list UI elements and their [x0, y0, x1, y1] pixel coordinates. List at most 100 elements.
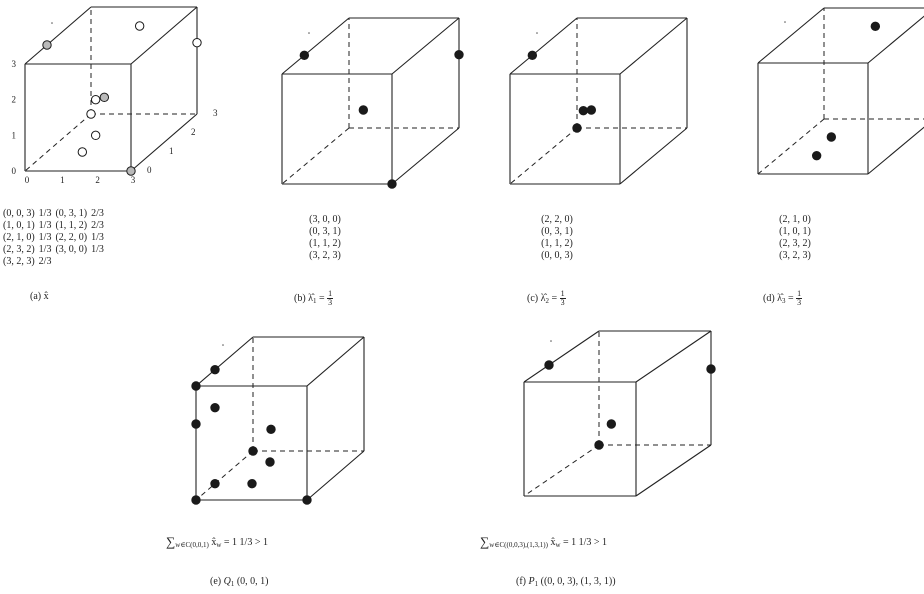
hidden-edge-a [24, 113, 92, 172]
sum-subscript: w∈C((0,0,3),(1,3,1)) [489, 541, 548, 549]
point-dot [265, 457, 275, 467]
hidden-edge-b [281, 127, 350, 185]
coord-line: (3, 2, 3) [309, 250, 341, 261]
caption-symbol: Q [223, 576, 231, 587]
table-cell: 1/3 [38, 244, 52, 255]
coord-line: (3, 0, 0) [309, 214, 341, 225]
coord-line: (1, 1, 2) [541, 238, 573, 249]
caption-equals: = [319, 292, 325, 304]
panel-e-sum: ∑w∈C(0,0,1) x̂w = 1 1/3 > 1 [166, 534, 268, 551]
panel-e-caption: (e) Q1 (0, 0, 1) [210, 576, 269, 590]
caption-subscript: 2 [545, 296, 549, 305]
table-cell: 1/3 [91, 232, 104, 243]
sum-sign: ∑ [166, 534, 176, 549]
caption-symbol: P [528, 576, 535, 587]
caption-label: (d) [763, 292, 775, 304]
fraction-denominator: 3 [797, 298, 802, 307]
cube-edge-f [635, 330, 712, 383]
point-dot [191, 495, 201, 505]
point-dot [248, 446, 258, 456]
speck-e [222, 344, 224, 346]
caption-equals: = [551, 292, 558, 304]
cube-edge-a [24, 6, 92, 65]
x-tick-label: 3 [131, 175, 136, 185]
z-tick-label: 0 [147, 165, 152, 175]
point-dot [706, 364, 716, 374]
point-dot [266, 424, 276, 435]
point-marker [90, 94, 101, 105]
table-cell: (1, 1, 2) [55, 220, 88, 231]
point-marker [99, 92, 110, 103]
caption-label: (b) [294, 292, 306, 304]
x-tick-label: 0 [25, 175, 30, 185]
table-cell [55, 256, 91, 268]
coord-line: (2, 2, 0) [541, 214, 573, 225]
table-cell: (3, 2, 3) [3, 256, 35, 267]
speck-f [550, 340, 552, 342]
table-cell: 2/3 [91, 220, 104, 231]
caption-symbol: λ̂ [308, 292, 314, 304]
fraction-denominator: 3 [328, 298, 333, 307]
point-dot [210, 478, 220, 489]
panel-f-sum: ∑w∈C((0,0,3),(1,3,1)) x̂w = 1 1/3 > 1 [480, 534, 607, 551]
point-marker [126, 166, 136, 176]
table-row: (2, 3, 2)1/3(3, 0, 0)1/3 [3, 244, 108, 256]
table-cell: 1/3 [91, 244, 104, 255]
speck-b [308, 32, 310, 34]
cube-edge-d [867, 15, 924, 64]
point-dot [606, 419, 617, 429]
point-dot [210, 402, 220, 413]
sum-term: x̂ [211, 537, 217, 548]
cube-edge-f [635, 444, 712, 497]
table-cell: 2/3 [91, 208, 104, 219]
table-cell: (0, 0, 3) [3, 208, 35, 219]
point-dot [210, 364, 220, 375]
table-cell: (2, 1, 0) [3, 232, 35, 243]
panel-c-coords: (2, 2, 0) (0, 3, 1) (1, 1, 2) (0, 0, 3) [522, 214, 592, 262]
table-cell: (1, 0, 1) [3, 220, 35, 231]
caption-symbol: λ̂ [777, 292, 783, 304]
cube-edge-a [130, 113, 198, 172]
point-dot [527, 50, 538, 61]
point-marker [77, 147, 88, 157]
cube-edge-c [619, 17, 688, 75]
cube-edge-e [306, 336, 365, 387]
table-cell: (3, 0, 0) [55, 244, 88, 255]
caption-equals: = [788, 292, 794, 304]
speck-a [51, 22, 53, 24]
point-marker [134, 21, 145, 31]
table-cell: 1/3 [38, 220, 52, 231]
hidden-edge-d [757, 118, 825, 175]
caption-subscript: 1 [313, 296, 317, 305]
coord-line: (0, 3, 1) [541, 226, 573, 237]
y-tick-label: 2 [12, 95, 17, 105]
table-row: (0, 0, 3)1/3(0, 3, 1)2/3 [3, 208, 108, 220]
hidden-edge-c [509, 127, 578, 185]
sum-sign: ∑ [480, 534, 490, 549]
cube-edge-b [391, 17, 460, 75]
coord-line: (1, 1, 2) [309, 238, 341, 249]
hidden-edge-e [195, 450, 254, 501]
caption-label: (e) [210, 576, 222, 587]
fraction-denominator: 3 [560, 298, 565, 307]
sum-subscript: w∈C(0,0,1) [175, 541, 209, 549]
point-marker [42, 40, 52, 50]
caption-label: (a) [30, 291, 42, 302]
x-tick-label: 1 [60, 175, 65, 185]
cube-edge-a [130, 6, 198, 65]
y-tick-label: 0 [12, 166, 17, 176]
table-cell: (2, 3, 2) [3, 244, 35, 255]
sum-term-subscript: w [555, 541, 561, 549]
cube-edge-b [391, 127, 460, 185]
caption-args: ((0, 0, 3), (1, 3, 1)) [540, 576, 616, 587]
speck-c [536, 32, 538, 34]
point-dot [572, 123, 582, 133]
coord-line: (0, 0, 3) [541, 250, 573, 261]
table-row: (1, 0, 1)1/3(1, 1, 2)2/3 [3, 220, 108, 232]
